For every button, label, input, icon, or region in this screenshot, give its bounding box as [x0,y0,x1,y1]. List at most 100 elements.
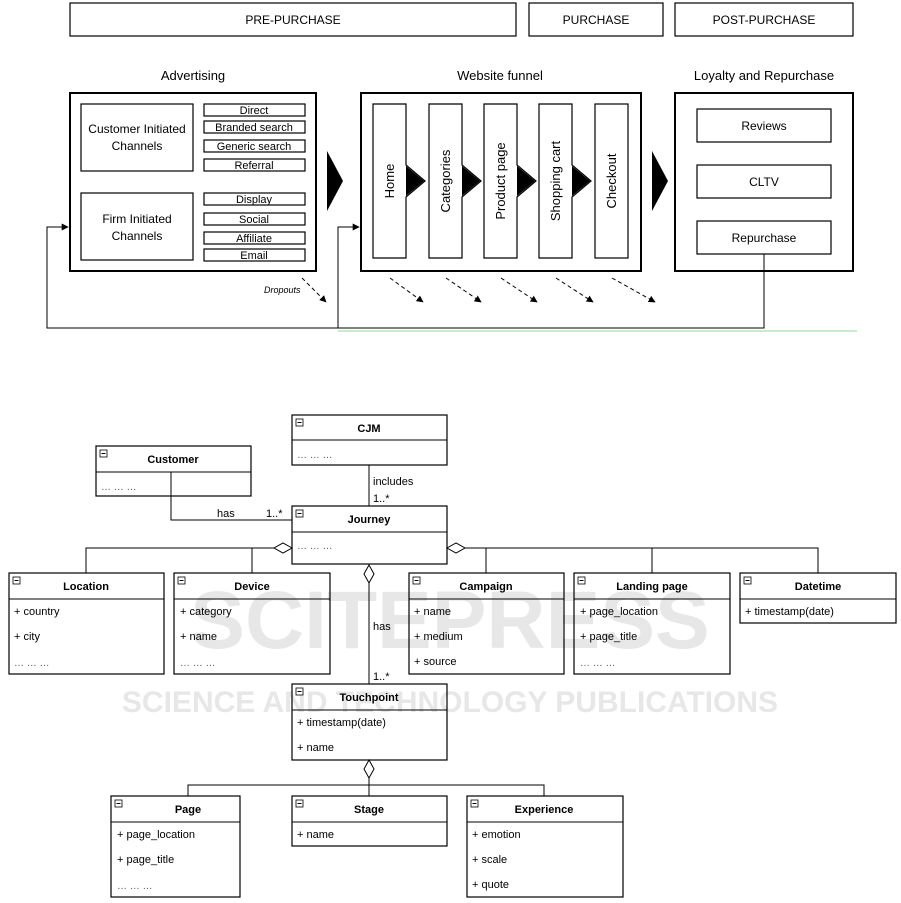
funnel-label-checkout: Checkout [604,153,619,208]
class-attr: + quote [472,879,509,891]
class-attr: + page_title [117,854,174,866]
stage-label-pre: PRE-PURCHASE [245,13,340,27]
uml-class-datetime: Datetime + timestamp(date) [739,572,897,624]
feedback-loop [46,223,857,332]
funnel-label-product-page: Product page [493,142,508,219]
funnel-step-checkout [594,103,629,259]
website-funnel-title: Website funnel [457,68,543,83]
stage-label-post: POST-PURCHASE [713,13,816,27]
mult-touchpoint: 1..* [373,671,390,683]
loyalty-box: Reviews CLTV Repurchase [674,92,854,272]
advertising-box: Customer Initiated Channels Direct Brand… [69,92,317,272]
firm-initiated-label-2: Channels [112,229,163,243]
class-name-touchpoint: Touchpoint [339,692,398,704]
class-name-campaign: Campaign [459,581,512,593]
stage-box-post [674,2,854,37]
class-attr: … … … [180,658,216,669]
class-name-landing-page: Landing page [616,581,688,593]
class-attr: + timestamp(date) [745,606,834,618]
loyalty-title: Loyalty and Repurchase [694,68,834,83]
class-attr: … … … [580,658,616,669]
uml-connectors: includes 1..* has 1..* has 1..* [85,465,819,796]
firm-initiated-label-1: Firm Initiated [102,212,171,226]
class-attr: … … … [297,541,333,552]
class-attr: + page_location [580,606,658,618]
customer-initiated-label-1: Customer Initiated [88,122,185,136]
uml-class-cjm: CJM … … … [291,414,448,466]
class-attr: + emotion [472,829,521,841]
class-attr: + page_location [117,829,195,841]
mult-customer: 1..* [266,508,283,520]
class-attr: + category [180,606,232,618]
label-has-touchpoint: has [373,621,391,633]
class-name-experience: Experience [515,804,574,816]
uml-class-device: Device + category + name … … … [173,572,331,675]
dropouts-label: Dropouts [264,285,301,295]
loyalty-reviews-box [696,108,832,143]
watermark-big: SCITEPRESS [190,575,709,666]
advertising-title: Advertising [161,68,225,83]
channel-social: Social [239,214,269,226]
channel-generic-search: Generic search [217,141,292,153]
class-attr: + source [414,656,457,668]
label-includes: includes [373,476,414,488]
funnel-label-home: Home [382,164,397,199]
uml-class-campaign: Campaign + name + medium + source [408,572,565,675]
class-name-page: Page [175,804,201,816]
stage-box-purchase [528,2,664,37]
channel-affiliate: Affiliate [236,233,272,245]
class-attr: + page_title [580,631,637,643]
channel-email: Email [240,250,268,262]
uml-class-journey: Journey … … … [291,505,448,565]
loyalty-repurchase: Repurchase [732,231,797,245]
customer-initiated-label-2: Channels [112,139,163,153]
class-name-location: Location [63,581,109,593]
class-attr: + scale [472,854,507,866]
channel-display: Display [236,194,273,206]
stage-box-pre [69,2,517,37]
funnel-label-categories: Categories [438,149,453,212]
class-attr: + country [14,606,60,618]
class-name-journey: Journey [348,514,392,526]
firm-initiated-box [80,192,194,261]
uml-class-touchpoint: Touchpoint + timestamp(date) + name [291,683,448,761]
class-attr: … … … [297,450,333,461]
loyalty-cltv: CLTV [749,175,779,189]
channel-branded-search: Branded search [215,122,293,134]
stage-headers: PRE-PURCHASE PURCHASE POST-PURCHASE [69,2,854,37]
uml-class-experience: Experience + emotion + scale + quote [466,795,624,898]
uml-class-customer: Customer … … … [95,445,252,497]
uml-class-page: Page + page_location + page_title … … … [110,795,241,898]
class-name-datetime: Datetime [795,581,841,593]
class-name-device: Device [234,581,269,593]
class-attr: + name [297,742,334,754]
class-attr: + timestamp(date) [297,717,386,729]
funnel-step-shopping-cart [538,103,592,259]
class-attr: … … … [117,881,153,892]
class-attr: … … … [14,658,50,669]
website-funnel-box: Home Categories Product page Shopping ca… [360,92,642,272]
class-attr: + name [414,606,451,618]
watermark: SCITEPRESS SCIENCE AND TECHNOLOGY PUBLIC… [122,575,778,719]
stage-label-purchase: PURCHASE [563,13,630,27]
loyalty-reviews: Reviews [741,119,786,133]
funnel-step-categories [428,103,482,259]
channel-referral: Referral [234,160,273,172]
channel-direct: Direct [240,105,269,117]
funnel-step-product-page [483,103,537,259]
loyalty-cltv-box [696,164,832,199]
class-attr: + medium [414,631,463,643]
uml-class-landing-page: Landing page + page_location + page_titl… [573,572,731,675]
class-name-customer: Customer [147,454,199,466]
uml-class-stage: Stage + name [291,795,448,847]
funnel-label-shopping-cart: Shopping cart [548,141,563,222]
class-attr: … … … [101,482,137,493]
watermark-small: SCIENCE AND TECHNOLOGY PUBLICATIONS [122,686,778,719]
chevron-arrow-1 [327,151,343,211]
mult-cjm: 1..* [373,493,390,505]
class-attr: + city [14,631,40,643]
class-name-stage: Stage [354,804,384,816]
class-attr: + name [180,631,217,643]
class-attr: + name [297,829,334,841]
